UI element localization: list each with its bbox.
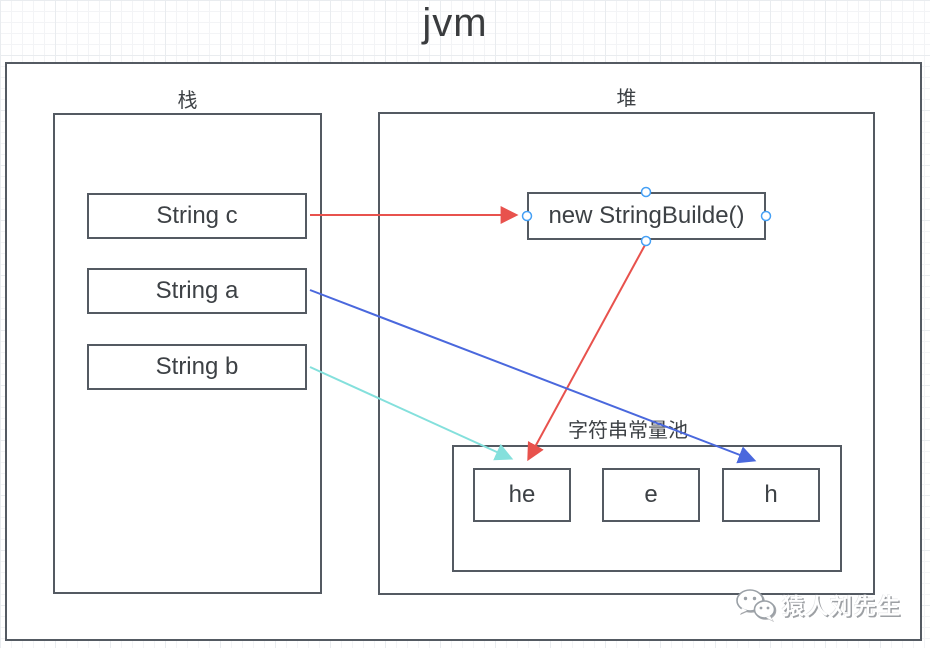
constant-pool-label: 字符串常量池 bbox=[568, 420, 688, 442]
node-h: h bbox=[722, 468, 820, 522]
node-string-b: String b bbox=[87, 344, 307, 390]
watermark-text: 猿人刘先生 bbox=[782, 594, 903, 619]
node-he: he bbox=[473, 468, 571, 522]
watermark: 猿人刘先生 bbox=[735, 588, 902, 622]
stack-label: 栈 bbox=[177, 90, 198, 112]
diagram-title: jvm bbox=[422, 1, 488, 45]
node-string-c: String c bbox=[87, 193, 307, 239]
heap-label: 堆 bbox=[616, 88, 637, 110]
node-e: e bbox=[602, 468, 700, 522]
wechat-icon bbox=[736, 589, 776, 621]
node-stringbuilder: new StringBuilde() bbox=[527, 192, 766, 240]
node-string-a: String a bbox=[87, 268, 307, 314]
